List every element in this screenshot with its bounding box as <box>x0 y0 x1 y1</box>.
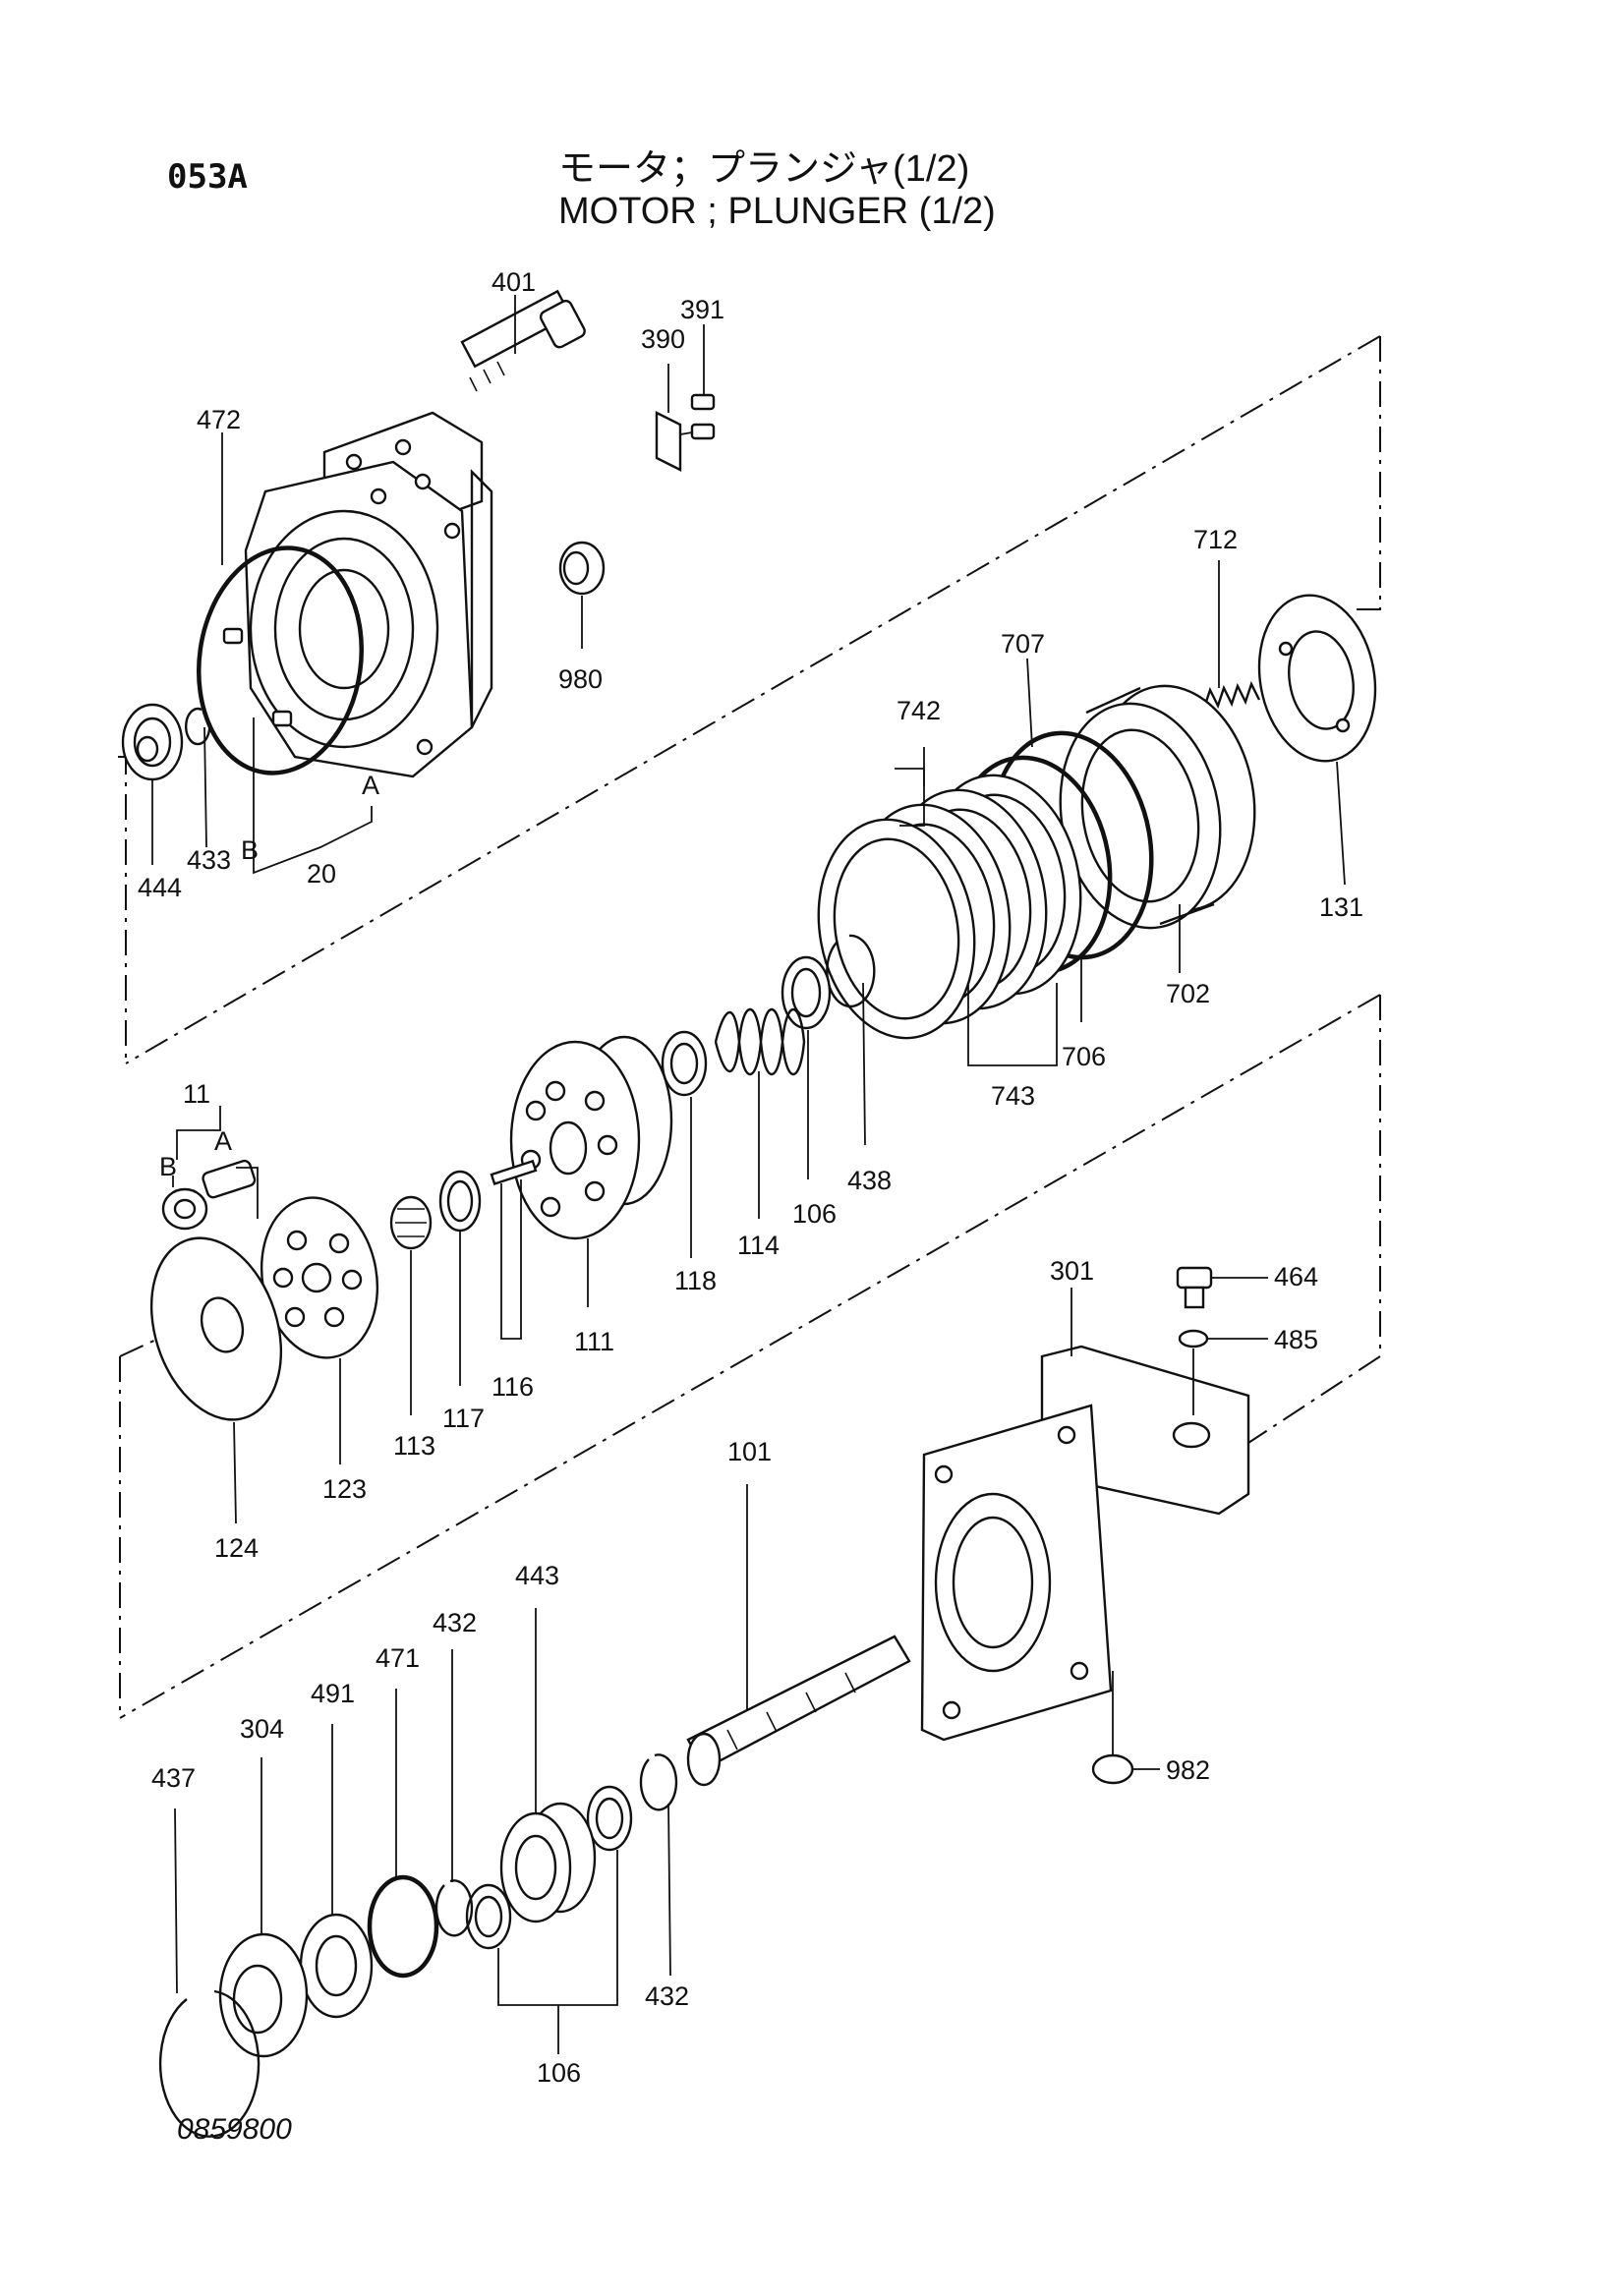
snap-ring-432-right <box>639 1753 678 1811</box>
callout-118: 118 <box>674 1266 717 1295</box>
callout-433: 433 <box>187 845 231 875</box>
collar-106-lower <box>465 1785 633 1950</box>
brake-piston-702 <box>1059 684 1256 930</box>
callout-101: 101 <box>727 1437 772 1466</box>
section-code: 053A <box>167 157 248 197</box>
callout-116: 116 <box>492 1372 534 1402</box>
callout-131: 131 <box>1319 892 1363 922</box>
callout-707: 707 <box>1001 629 1045 659</box>
callout-706: 706 <box>1062 1042 1106 1071</box>
callout-432-lower: 432 <box>645 1981 689 2011</box>
casing-301 <box>920 1345 1250 1742</box>
callout-124: 124 <box>214 1533 259 1563</box>
callout-117: 117 <box>442 1404 485 1433</box>
friction-plates-742-743 <box>817 774 1082 1040</box>
drawing-number: 0859800 <box>177 2113 292 2146</box>
callout-444: 444 <box>138 873 182 902</box>
callout-743: 743 <box>991 1081 1035 1111</box>
snap-ring-432-left <box>434 1879 474 1937</box>
callout-437: 437 <box>151 1763 196 1793</box>
title-japanese: モータ；プランジャ(1/2) <box>558 148 970 190</box>
callout-B-piston: B <box>159 1152 177 1181</box>
spring-114 <box>714 1008 806 1075</box>
cover-304 <box>218 1932 309 2058</box>
piston-assembly-11 <box>161 1159 257 1231</box>
callout-106-upper: 106 <box>792 1199 837 1229</box>
callout-labels: 401 391 390 472 980 712 707 742 131 702 … <box>138 267 1363 2088</box>
plate-390-screws-391 <box>655 393 716 472</box>
title-english: MOTOR ; PLUNGER (1/2) <box>558 191 996 232</box>
callout-301: 301 <box>1050 1256 1094 1286</box>
callout-111: 111 <box>574 1327 614 1356</box>
callout-443: 443 <box>515 1561 559 1590</box>
oil-seal-491 <box>299 1913 374 2019</box>
callout-123: 123 <box>322 1474 367 1504</box>
callout-B-head: B <box>241 835 259 865</box>
o-ring-472 <box>196 545 365 775</box>
callout-390: 390 <box>641 324 685 354</box>
spring-712 <box>1202 680 1261 710</box>
callout-712: 712 <box>1193 525 1238 554</box>
callout-472: 472 <box>197 405 241 434</box>
callout-A-head: A <box>362 771 379 800</box>
swash-plate-124 <box>149 1236 283 1421</box>
cylinder-block-111 <box>509 1035 673 1240</box>
collar-106-upper <box>781 955 832 1030</box>
callout-A-piston: A <box>214 1126 232 1156</box>
bearing-444-snapring-433 <box>121 703 211 781</box>
plug-980 <box>558 541 606 596</box>
callout-980: 980 <box>558 664 603 694</box>
o-ring-471 <box>367 1874 439 1979</box>
callout-982: 982 <box>1166 1755 1210 1785</box>
callout-491: 491 <box>311 1679 355 1708</box>
shaft-101 <box>686 1635 911 1787</box>
spherical-bushing-113 <box>389 1195 433 1250</box>
callout-485: 485 <box>1274 1325 1318 1354</box>
leader-lines <box>151 295 1346 2054</box>
snap-ring-437 <box>158 1989 260 2138</box>
callout-113: 113 <box>393 1431 435 1461</box>
pins-20 <box>222 627 293 727</box>
valve-plate-131 <box>1257 594 1377 763</box>
plug-982 <box>1091 1753 1134 1785</box>
callout-438: 438 <box>847 1166 892 1195</box>
callout-391: 391 <box>680 295 724 324</box>
callout-304: 304 <box>240 1714 284 1744</box>
pins-116 <box>490 1159 538 1186</box>
callout-432-upper: 432 <box>433 1608 477 1637</box>
callout-464: 464 <box>1274 1262 1318 1292</box>
callout-114: 114 <box>737 1231 780 1260</box>
callout-702: 702 <box>1166 979 1210 1008</box>
bearing-443 <box>499 1802 597 1923</box>
snap-ring-438 <box>826 934 876 1008</box>
callout-106-lower: 106 <box>537 2058 581 2088</box>
ring-118 <box>661 1030 708 1097</box>
retainer-plate-123 <box>260 1196 379 1359</box>
callout-471: 471 <box>376 1643 420 1673</box>
collar-117 <box>438 1170 482 1233</box>
callout-742: 742 <box>897 696 941 725</box>
callout-20: 20 <box>307 859 336 889</box>
plug-464-oring-485 <box>1176 1266 1213 1349</box>
callout-11: 11 <box>183 1079 210 1109</box>
callout-401: 401 <box>492 267 536 297</box>
bolt-401 <box>460 289 586 392</box>
